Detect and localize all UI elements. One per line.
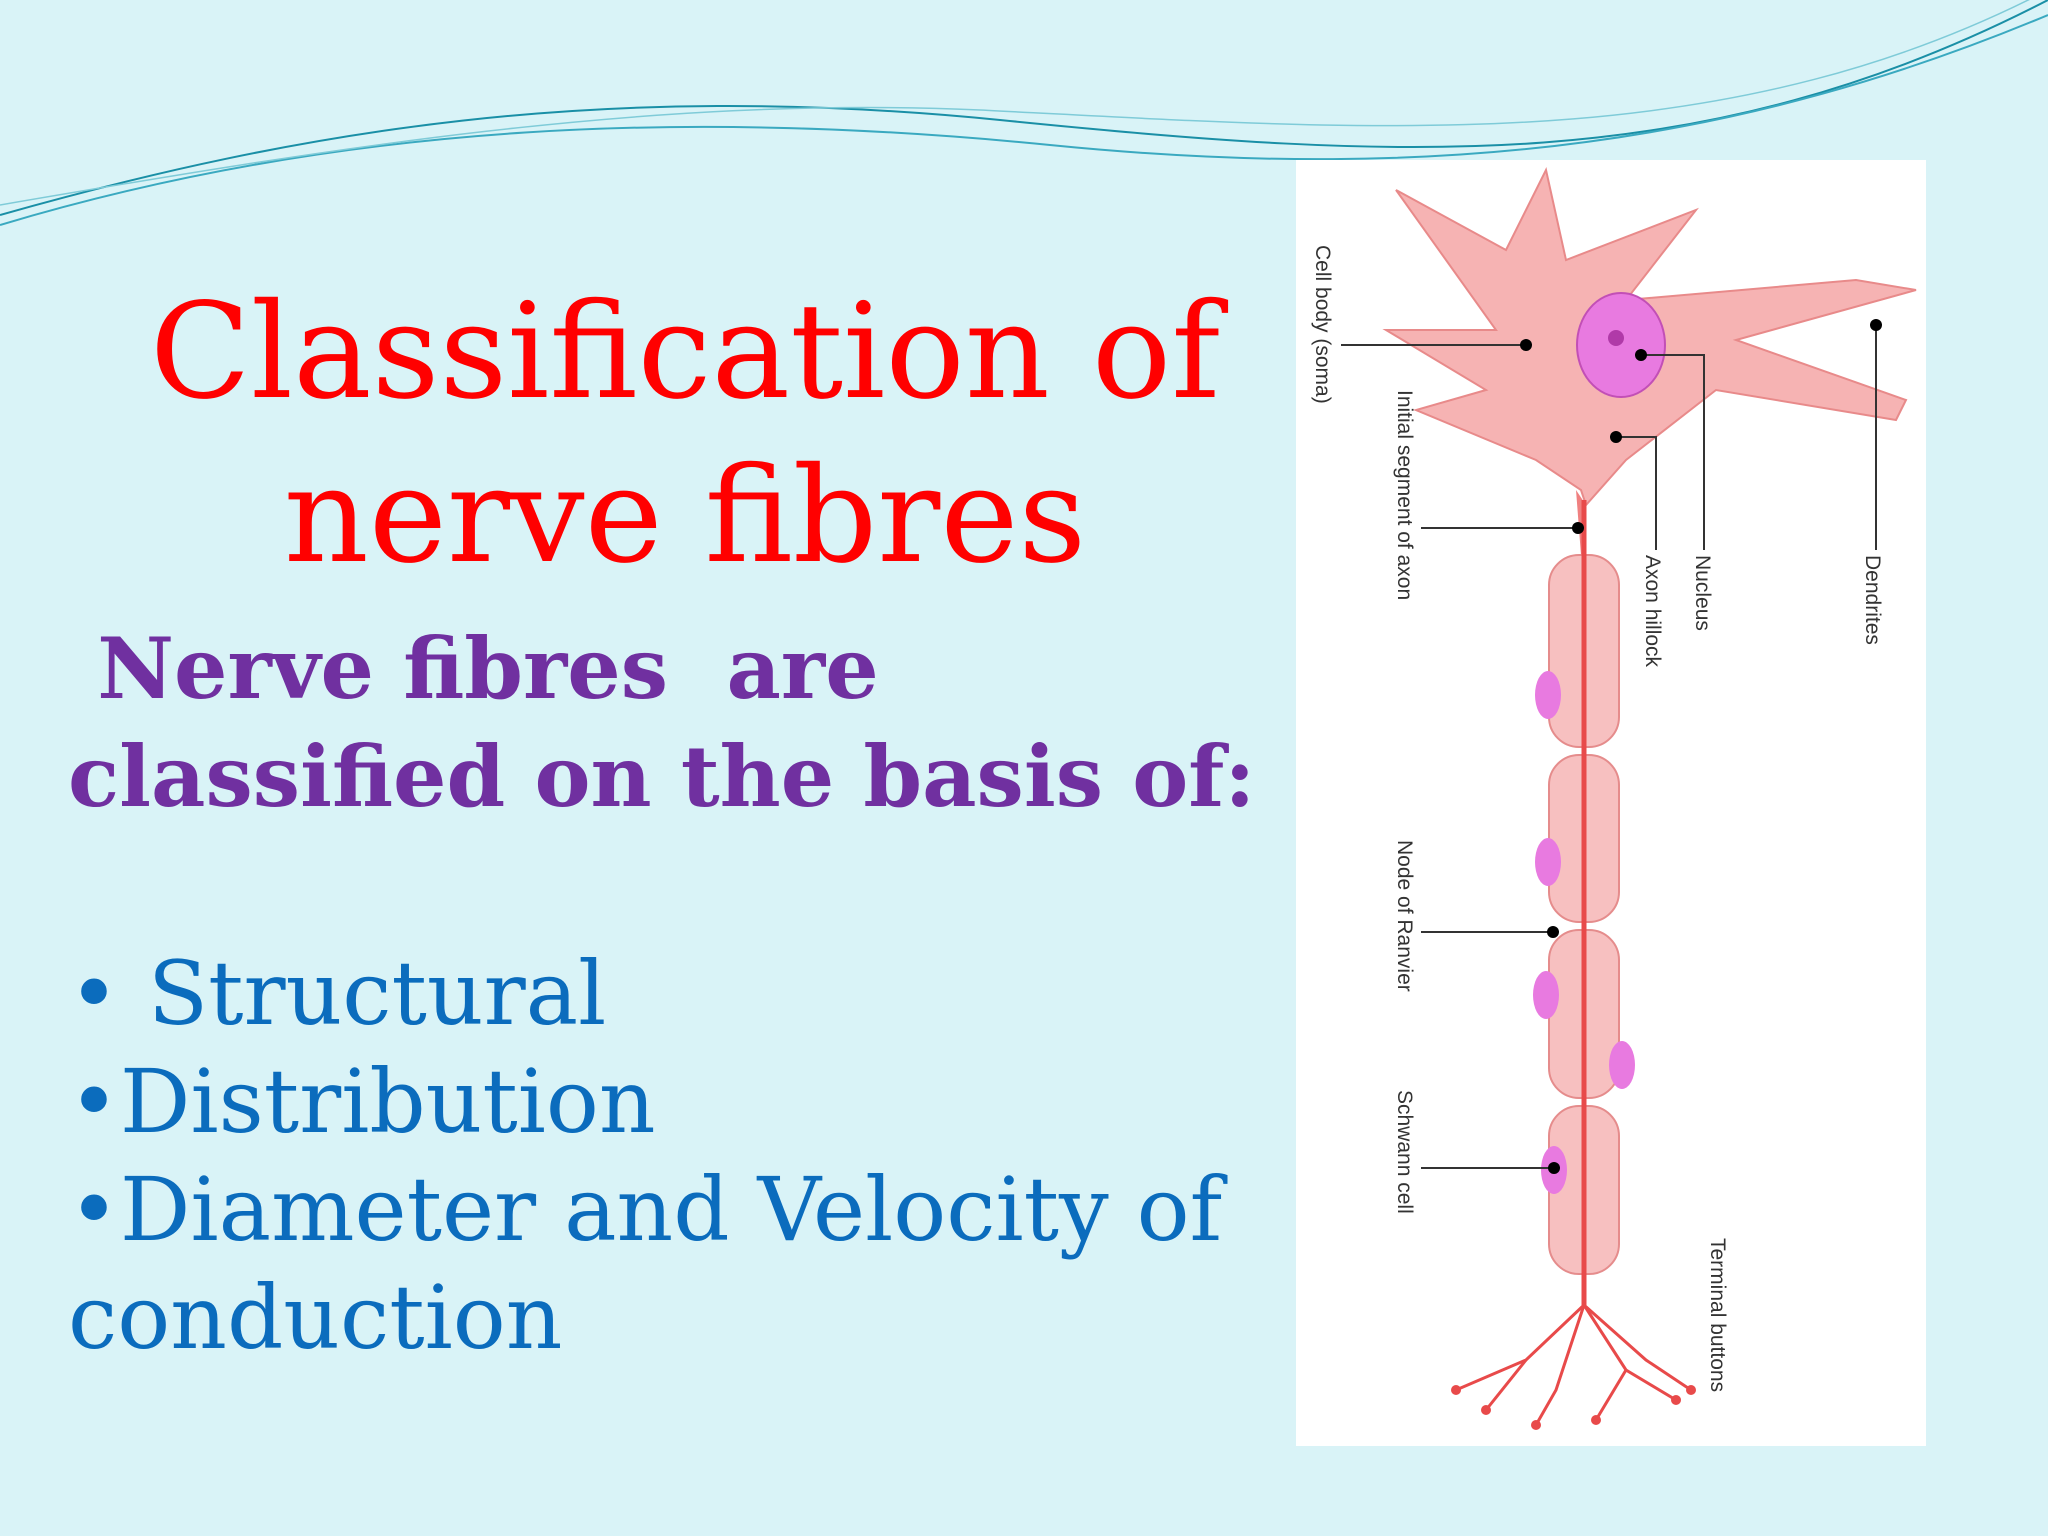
- intro-line-1: Nerve fibres are: [68, 619, 879, 718]
- list-item-diameter: •Diameter and Velocity of: [68, 1158, 1223, 1261]
- label-schwann-cell: Schwann cell: [1393, 1090, 1416, 1214]
- label-dendrites: Dendrites: [1861, 555, 1884, 645]
- label-axon-hillock: Axon hillock: [1641, 555, 1664, 668]
- label-terminal-buttons: Terminal buttons: [1706, 1238, 1729, 1392]
- list-item-distribution: •Distribution: [68, 1050, 656, 1153]
- list-item-conduction: conduction: [68, 1266, 563, 1369]
- intro-text: Nerve fibres are classified on the basis…: [68, 615, 1268, 831]
- title-line-1: Classification of: [149, 275, 1221, 430]
- leader-lines: [1341, 325, 1877, 1169]
- list-item-structural: • Structural: [68, 942, 607, 1045]
- label-initial-segment: Initial segment of axon: [1393, 390, 1416, 600]
- leader-dots: [1520, 319, 1882, 1174]
- terminal-buttons-dots: [1451, 1385, 1696, 1430]
- terminal-branches: [1455, 1303, 1692, 1426]
- decorative-waves: [0, 0, 2048, 226]
- slide-title: Classification of nerve fibres: [80, 270, 1290, 598]
- neuron-illustration: Cell body (soma) Initial segment of axon…: [1311, 167, 1917, 1430]
- title-line-2: nerve fibres: [283, 439, 1087, 594]
- intro-line-2: classified on the basis of:: [68, 727, 1256, 826]
- neuron-diagram: Cell body (soma) Initial segment of axon…: [1296, 160, 1926, 1446]
- classification-list: • Structural •Distribution •Diameter and…: [68, 940, 1268, 1372]
- label-cell-body: Cell body (soma): [1311, 245, 1334, 404]
- label-node-of-ranvier: Node of Ranvier: [1393, 840, 1416, 992]
- nucleus-shape: [1576, 292, 1666, 398]
- label-nucleus: Nucleus: [1691, 555, 1714, 631]
